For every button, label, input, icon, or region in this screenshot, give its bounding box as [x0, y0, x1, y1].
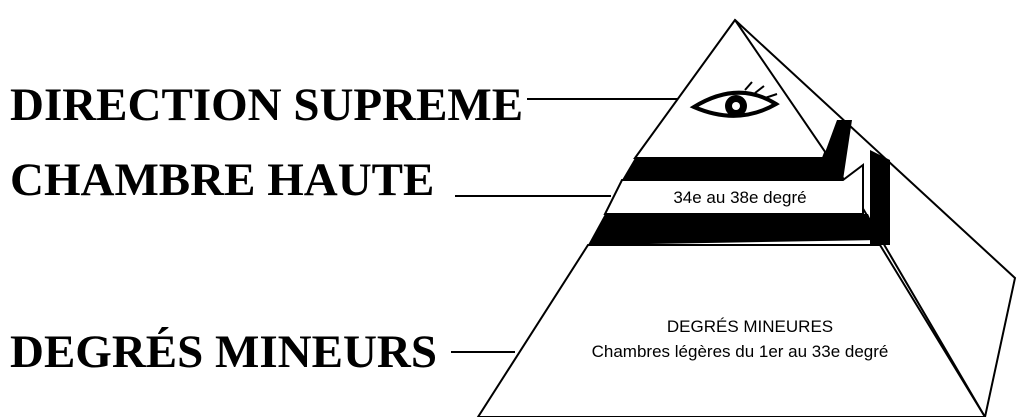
- all-seeing-eye-icon: [689, 81, 780, 118]
- black-band-side: [870, 150, 890, 245]
- label-degres-mineurs: DEGRÉS MINEURS: [10, 326, 437, 378]
- label-chambre-haute: CHAMBRE HAUTE: [10, 154, 435, 206]
- black-band-lower: [588, 214, 880, 245]
- bottom-title-text: DEGRÉS MINEURES: [667, 317, 833, 336]
- middle-degree-text: 34e au 38e degré: [673, 188, 806, 207]
- pyramid-middle-section: [603, 163, 864, 215]
- label-direction-supreme: DIRECTION SUPREME: [10, 79, 524, 131]
- pyramid-bottom-section: [476, 244, 987, 417]
- bottom-subtitle-text: Chambres légères du 1er au 33e degré: [592, 342, 889, 361]
- black-band-upper: [622, 120, 852, 180]
